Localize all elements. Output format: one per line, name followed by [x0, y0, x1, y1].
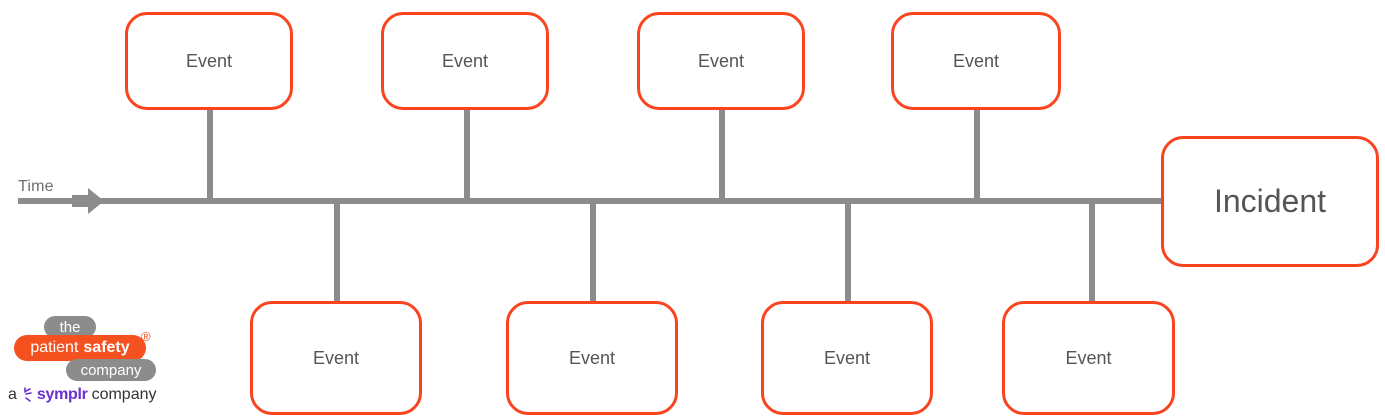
connector-down-2	[590, 200, 596, 302]
logo-word-patient: patient	[30, 339, 79, 356]
event-box-below-4[interactable]: Event	[1002, 301, 1175, 415]
incident-box[interactable]: Incident	[1161, 136, 1379, 267]
tagline-suffix: company	[91, 386, 157, 403]
incident-label: Incident	[1213, 183, 1327, 219]
event-label: Event	[1065, 347, 1112, 368]
connector-up-2	[464, 108, 470, 202]
event-label: Event	[441, 50, 489, 71]
logo-word-safety: safety	[83, 339, 130, 356]
event-box-below-3[interactable]: Event	[761, 301, 933, 415]
event-box-above-1[interactable]: Event	[125, 12, 293, 110]
symplr-burst-icon	[24, 387, 32, 402]
connector-up-1	[207, 108, 213, 202]
event-label: Event	[568, 347, 616, 368]
event-label: Event	[312, 347, 360, 368]
connector-up-3	[719, 108, 725, 202]
event-box-above-3[interactable]: Event	[637, 12, 805, 110]
event-label: Event	[823, 347, 871, 368]
event-box-below-1[interactable]: Event	[250, 301, 422, 415]
tagline-prefix: a	[8, 386, 17, 403]
registered-trademark-icon: ®	[141, 329, 151, 344]
connector-down-4	[1089, 200, 1095, 302]
tagline-brand: symplr	[36, 386, 88, 403]
logo-pill-the: the	[44, 316, 96, 338]
logo-pill-patient-safety: patient safety	[14, 335, 146, 361]
connector-down-3	[845, 200, 851, 302]
symplr-tagline: a symplr company	[8, 386, 157, 404]
event-label: Event	[952, 50, 1000, 71]
event-box-below-2[interactable]: Event	[506, 301, 678, 415]
time-axis-label: Time	[18, 178, 54, 195]
event-label: Event	[185, 50, 233, 71]
connector-up-4	[974, 108, 980, 202]
event-box-above-4[interactable]: Event	[891, 12, 1061, 110]
company-logo: the patient safety ® company a symplr co…	[8, 312, 188, 412]
connector-down-1	[334, 200, 340, 302]
time-arrow-icon	[72, 188, 104, 214]
logo-pill-company: company	[66, 359, 156, 381]
event-label: Event	[697, 50, 745, 71]
event-box-above-2[interactable]: Event	[381, 12, 549, 110]
